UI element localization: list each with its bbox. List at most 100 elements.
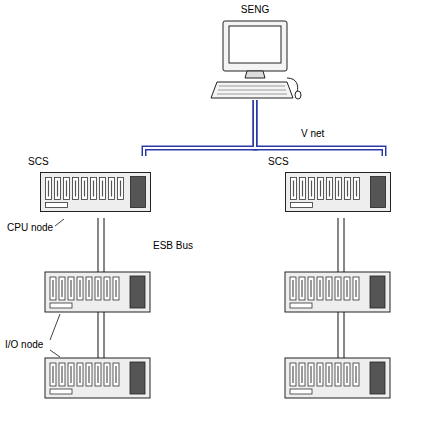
rack-frame: [41, 173, 151, 212]
module-face: [57, 181, 58, 197]
module-face: [302, 181, 303, 197]
io-module: [299, 277, 305, 300]
io-module: [59, 363, 65, 386]
module-face: [79, 280, 80, 297]
module-face: [355, 366, 356, 383]
module-face: [106, 366, 107, 383]
io-module: [113, 363, 119, 386]
network-label: V net: [300, 128, 325, 140]
io-module: [73, 178, 79, 200]
module-face: [320, 181, 321, 197]
io-module: [95, 277, 101, 300]
key-row: [218, 90, 286, 91]
rack-frame: [285, 358, 390, 398]
key-row: [217, 94, 287, 95]
node-heading: SENG: [241, 4, 269, 16]
module-face: [338, 181, 339, 197]
module-face: [61, 366, 62, 383]
bus-label: ESB Bus: [152, 240, 194, 252]
vnet-cable: [255, 100, 384, 156]
rack: [285, 358, 390, 398]
io-module: [309, 178, 315, 200]
module-face: [115, 280, 116, 297]
io-module: [308, 363, 314, 386]
rack-frame: [45, 272, 150, 312]
esb-bus-wire: [104, 218, 105, 272]
rack-art: [268, 172, 392, 213]
io-module: [109, 178, 115, 200]
io-module: [291, 178, 297, 200]
esb-bus-wire: [344, 218, 345, 272]
rack: [286, 173, 391, 212]
module-face: [48, 181, 49, 197]
vnet-cable: [144, 100, 255, 156]
control-station: SCS: [268, 156, 392, 212]
io-module: [335, 277, 341, 300]
nameplate: [50, 303, 72, 308]
module-face: [115, 366, 116, 383]
vnet-cable-gap: [144, 100, 255, 156]
io-module: [113, 277, 119, 300]
module-face: [70, 366, 71, 383]
io-module: [290, 277, 296, 300]
io-module: [50, 277, 56, 300]
module-face: [319, 280, 320, 297]
module-face: [319, 366, 320, 383]
esb-bus-wire: [338, 218, 339, 272]
module-face: [329, 181, 330, 197]
module-face: [293, 181, 294, 197]
module-face: [355, 280, 356, 297]
power-supply: [130, 276, 145, 308]
engineering-station: SENG: [205, 4, 305, 100]
monitor: [223, 21, 287, 71]
key-row: [219, 86, 285, 87]
io-module: [290, 363, 296, 386]
esb-bus-wire: [338, 312, 339, 358]
io-module: [104, 277, 110, 300]
control-station: SCS: [28, 156, 152, 212]
rack: [45, 358, 150, 398]
module-face: [88, 366, 89, 383]
power-supply: [371, 177, 386, 208]
module-face: [346, 366, 347, 383]
mouse: [295, 91, 301, 99]
rack-frame: [285, 272, 390, 312]
stand: [245, 71, 265, 78]
io-module: [86, 277, 92, 300]
computer-art: [205, 20, 307, 101]
module-face: [61, 280, 62, 297]
module-face: [337, 366, 338, 383]
io-module: [344, 277, 350, 300]
leader-line: [55, 219, 64, 226]
computer-icon: [211, 21, 301, 99]
node-heading: SCS: [268, 156, 289, 168]
power-supply: [131, 177, 146, 208]
rack: [41, 173, 151, 212]
io-module: [345, 178, 351, 200]
module-face: [111, 181, 112, 197]
power-supply: [370, 276, 385, 308]
module-face: [66, 181, 67, 197]
rack: [45, 272, 150, 312]
power-supply: [370, 362, 385, 394]
io-module: [318, 178, 324, 200]
module-face: [79, 366, 80, 383]
module-face: [328, 366, 329, 383]
io-module: [317, 277, 323, 300]
io-module: [50, 363, 56, 386]
callout-label: CPU node: [6, 222, 54, 234]
io-module: [68, 277, 74, 300]
rack-art: [28, 172, 152, 213]
module-face: [52, 366, 53, 383]
io-module: [326, 277, 332, 300]
nameplate: [291, 203, 313, 208]
io-module: [46, 178, 52, 200]
keyboard: [211, 82, 293, 98]
callout-label: I/O node: [4, 339, 44, 351]
module-face: [346, 280, 347, 297]
io-module: [300, 178, 306, 200]
screen: [229, 26, 281, 63]
module-face: [75, 181, 76, 197]
module-face: [311, 181, 312, 197]
module-face: [301, 366, 302, 383]
